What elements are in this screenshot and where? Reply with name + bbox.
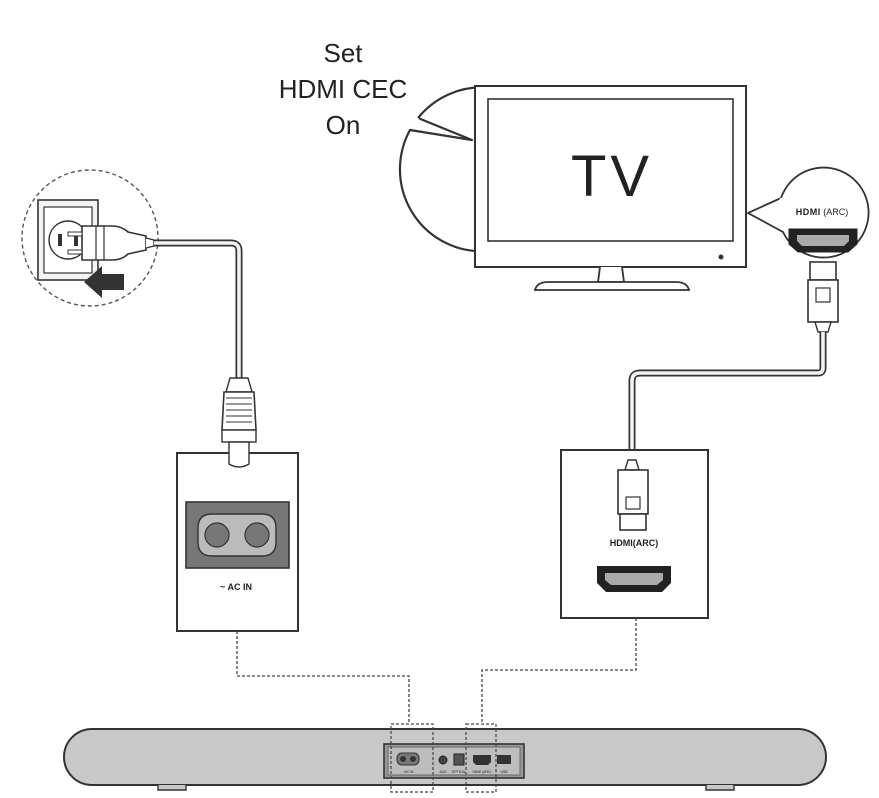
svg-text:HDMI (ARC): HDMI (ARC): [796, 207, 849, 217]
ac-panel: ~ AC IN: [176, 377, 299, 632]
callout-line-3: On: [326, 110, 361, 140]
soundbar-optical-port: [453, 753, 465, 766]
hdmi-panel-label: HDMI(ARC): [610, 538, 659, 548]
power-plug-icon: [81, 225, 147, 261]
tv-stand: [596, 266, 626, 283]
soundbar-label-aux: AUX: [440, 770, 448, 774]
soundbar: ~AC IN AUX OPTICAL HDMI (ARC) USB: [63, 723, 827, 793]
ac-plug-icon: [225, 377, 253, 393]
callout-line-1: Set: [323, 38, 363, 68]
soundbar-label-hdmi: HDMI (ARC): [472, 770, 491, 774]
soundbar-hdmi-port: [473, 755, 491, 765]
tv-hdmi-plug-tip: [809, 261, 837, 281]
push-arrow-icon: [84, 266, 124, 298]
hdmi-panel-plug-tip: [619, 513, 647, 531]
tv-power-led: [718, 254, 724, 260]
soundbar-label-usb: USB: [501, 770, 509, 774]
hdmi-cable: [628, 332, 827, 460]
tv-port-brand: HDMI: [796, 207, 821, 217]
wall-outlet-callout: [21, 169, 159, 307]
tv-screen: [487, 98, 734, 242]
hdmi-panel: HDMI(ARC): [560, 449, 709, 619]
leader-lines: [236, 618, 637, 724]
hdmi-port-highlight: [465, 723, 497, 793]
soundbar-label-ac: ~AC IN: [402, 770, 414, 774]
soundbar-aux-port: [438, 755, 448, 765]
power-cable: [154, 239, 243, 378]
ac-panel-label: ~ AC IN: [220, 582, 252, 592]
tv-label: TV: [571, 144, 653, 209]
callout-line-2: HDMI CEC: [279, 74, 408, 104]
ac-port-highlight: [390, 723, 434, 793]
tv-port-suffix: (ARC): [823, 207, 848, 217]
tv: TV: [474, 85, 747, 291]
tv-hdmi-callout: HDMI (ARC): [747, 166, 870, 333]
soundbar-usb-port: [497, 755, 511, 764]
soundbar-ac-port: [396, 752, 420, 766]
soundbar-label-optical: OPTICAL: [452, 770, 467, 774]
